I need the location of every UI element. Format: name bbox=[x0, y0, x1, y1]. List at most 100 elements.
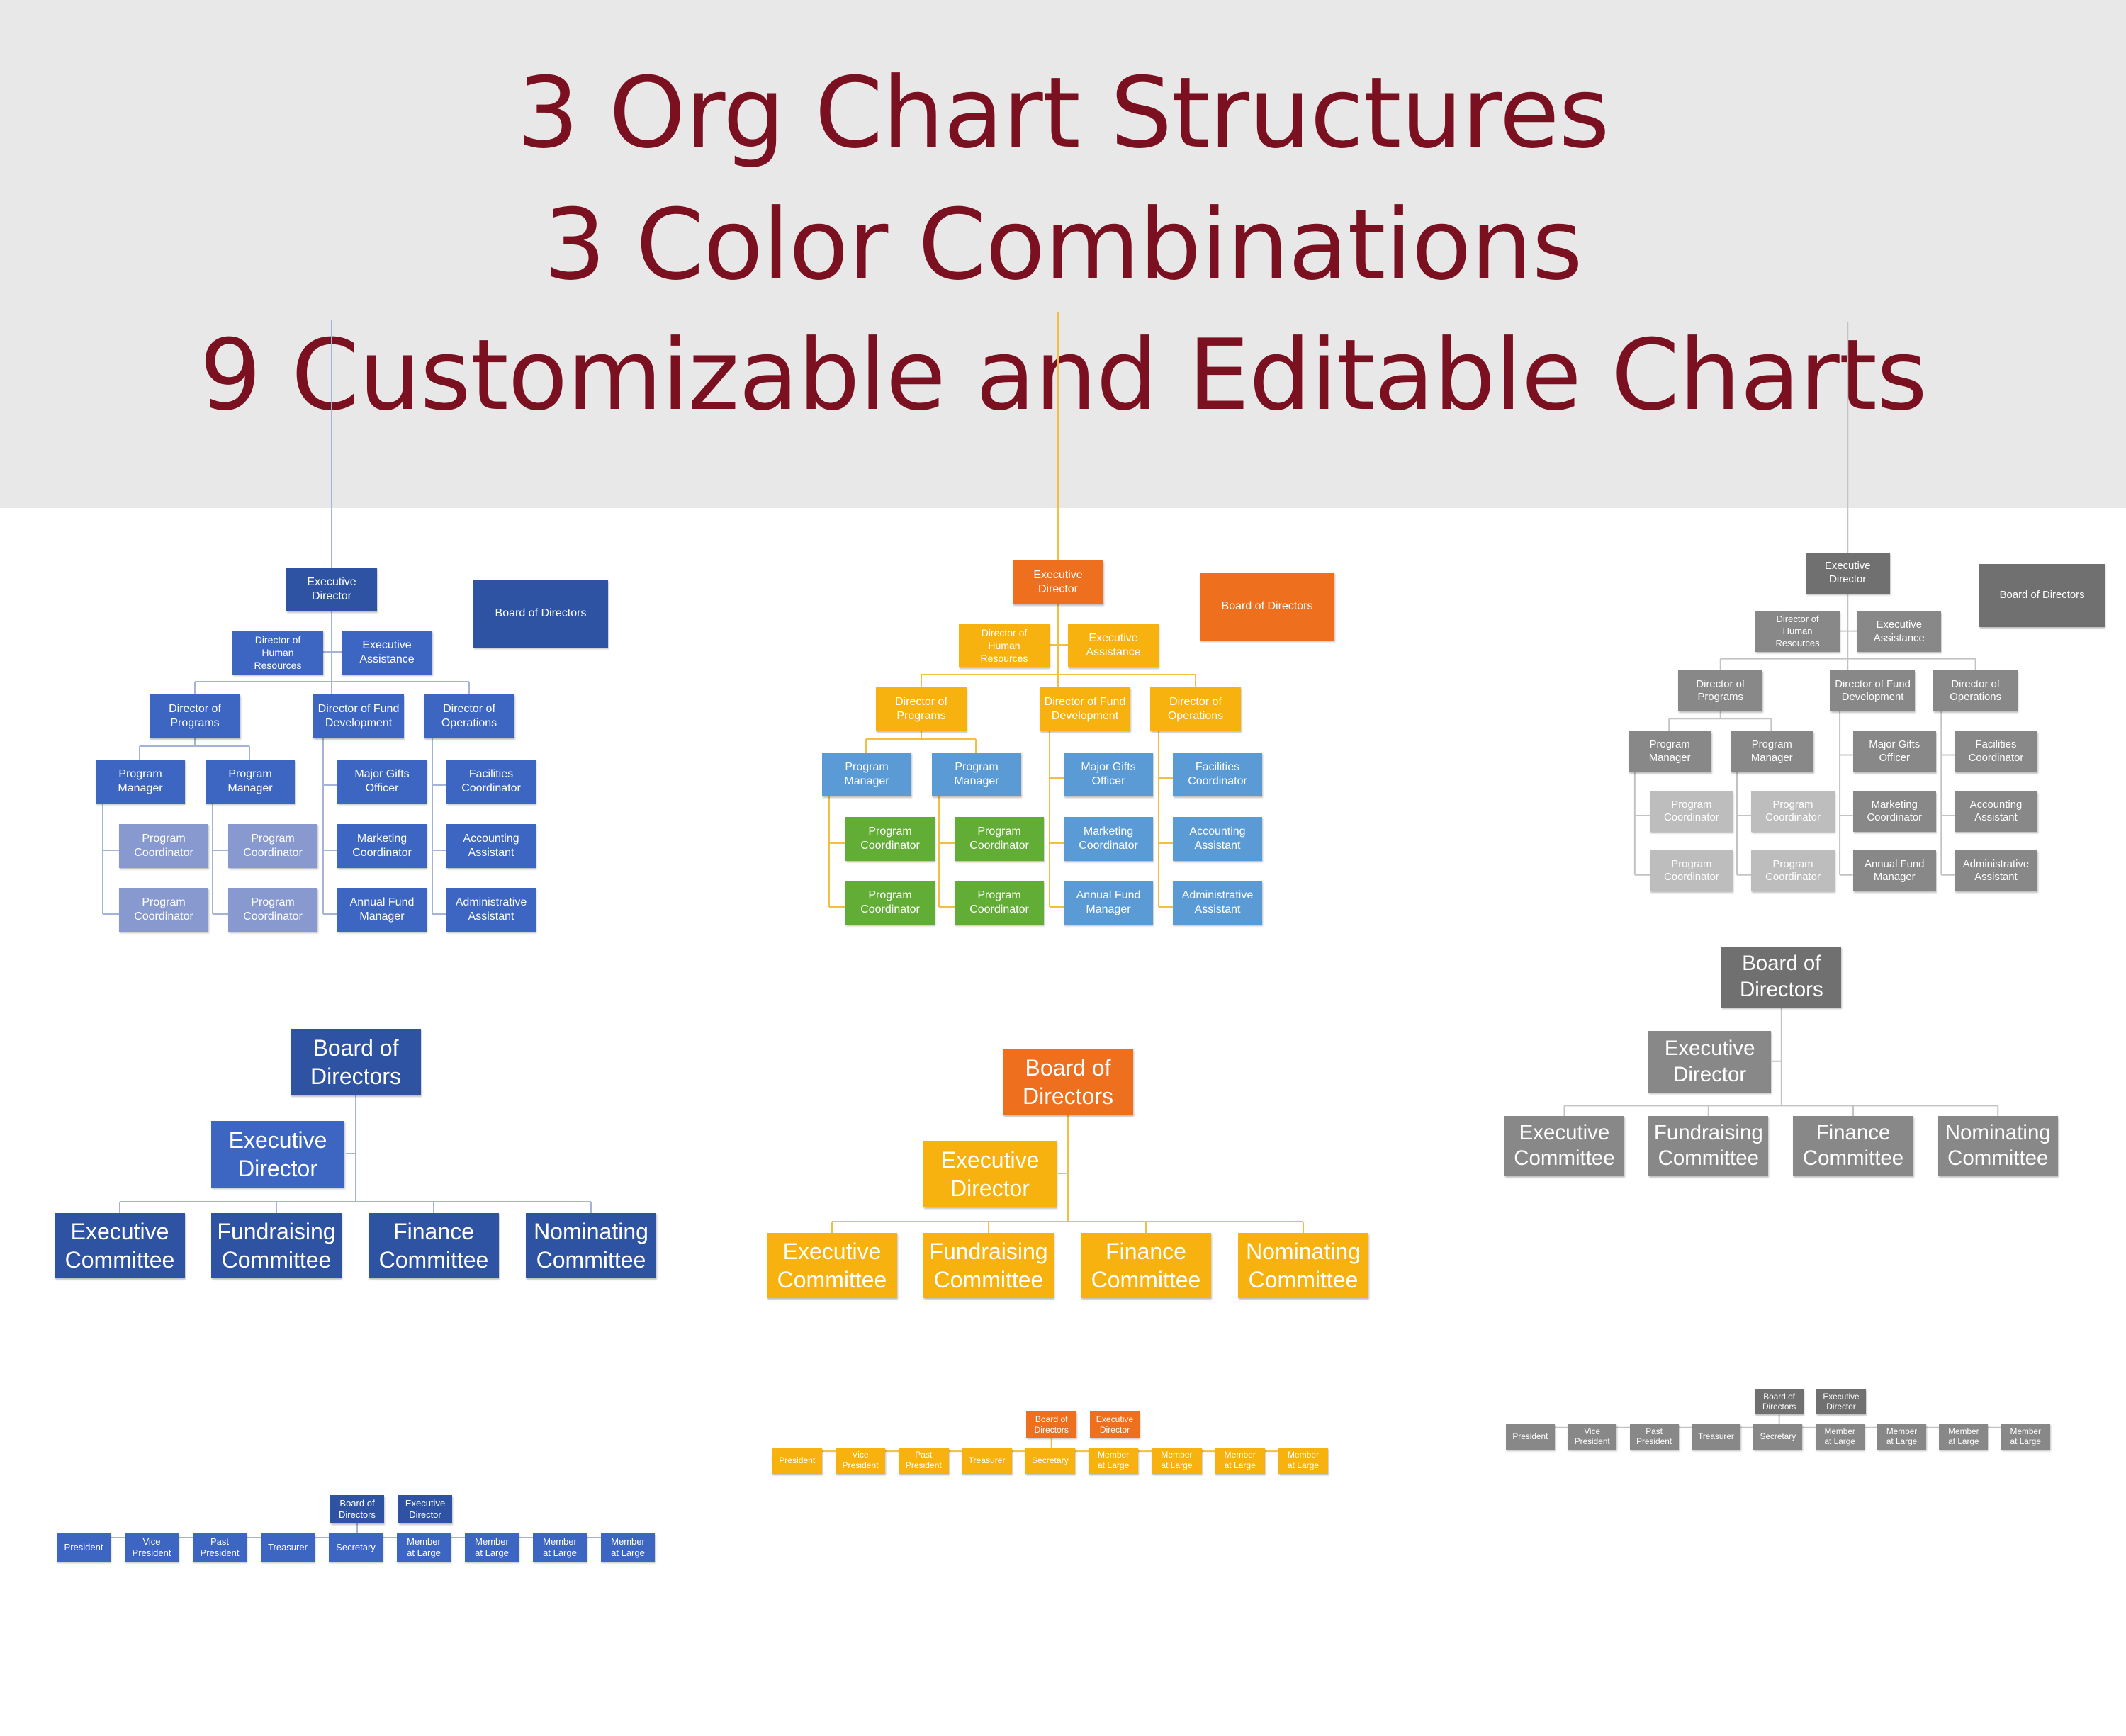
committee-board-blue: Board of Directors bbox=[291, 1029, 421, 1095]
committee-nominating-committee-blue: Nominating Committee bbox=[526, 1213, 656, 1278]
staff-marketing-warm: Marketing Coordinator bbox=[1064, 817, 1153, 861]
officers-member-4-gray: Member at Large bbox=[2001, 1424, 2050, 1450]
officers-member-2-warm: Member at Large bbox=[1152, 1447, 1202, 1474]
officers-past-president-gray: Past President bbox=[1629, 1424, 1679, 1450]
staff-executive-director-gray: Executive Director bbox=[1805, 552, 1890, 594]
officers-member-1-blue: Member at Large bbox=[397, 1533, 451, 1562]
staff-annual-fund-blue: Annual Fund Manager bbox=[337, 888, 427, 932]
staff-coordinator-2-blue: Program Coordinator bbox=[228, 824, 317, 868]
committee-finance-committee-gray: Finance Committee bbox=[1793, 1116, 1913, 1176]
staff-programs-director-blue: Director of Programs bbox=[150, 694, 240, 738]
staff-facilities-blue: Facilities Coordinator bbox=[446, 760, 536, 804]
staff-coordinator-3-gray: Program Coordinator bbox=[1650, 850, 1733, 891]
officers-vice-president-gray: Vice President bbox=[1568, 1424, 1617, 1450]
committee-finance-committee-blue: Finance Committee bbox=[369, 1213, 499, 1278]
committee-executive-committee-blue: Executive Committee bbox=[55, 1213, 185, 1278]
staff-hr-director-warm: Director of Human Resources bbox=[959, 624, 1050, 667]
staff-operations-director-blue: Director of Operations bbox=[424, 694, 514, 738]
staff-major-gifts-blue: Major Gifts Officer bbox=[337, 760, 427, 804]
staff-marketing-gray: Marketing Coordinator bbox=[1852, 791, 1936, 833]
committee-nominating-committee-gray: Nominating Committee bbox=[1937, 1116, 2058, 1176]
committee-executive-committee-gray: Executive Committee bbox=[1504, 1116, 1625, 1176]
staff-programs-director-warm: Director of Programs bbox=[876, 687, 967, 731]
staff-operations-director-warm: Director of Operations bbox=[1150, 687, 1241, 731]
staff-fund-director-blue: Director of Fund Development bbox=[313, 694, 404, 738]
staff-admin-assistant-blue: Administrative Assistant bbox=[446, 888, 536, 932]
committee-executive-director-warm: Executive Director bbox=[923, 1141, 1057, 1207]
officers-member-3-warm: Member at Large bbox=[1215, 1447, 1266, 1474]
staff-marketing-blue: Marketing Coordinator bbox=[337, 824, 427, 868]
committee-executive-committee-warm: Executive Committee bbox=[767, 1233, 897, 1298]
staff-coordinator-3-warm: Program Coordinator bbox=[845, 881, 935, 925]
staff-hr-director-blue: Director of Human Resources bbox=[232, 631, 323, 675]
staff-coordinator-1-blue: Program Coordinator bbox=[119, 824, 208, 868]
officers-secretary-gray: Secretary bbox=[1753, 1424, 1803, 1450]
officers-past-president-blue: Past President bbox=[193, 1533, 247, 1562]
committee-board-warm: Board of Directors bbox=[1003, 1049, 1133, 1115]
staff-coordinator-4-warm: Program Coordinator bbox=[955, 881, 1044, 925]
officers-member-1-warm: Member at Large bbox=[1088, 1447, 1139, 1474]
staff-program-manager-2-gray: Program Manager bbox=[1730, 731, 1813, 772]
staff-admin-assistant-warm: Administrative Assistant bbox=[1173, 881, 1262, 925]
officers-vice-president-blue: Vice President bbox=[125, 1533, 179, 1562]
officers-treasurer-blue: Treasurer bbox=[261, 1533, 315, 1562]
staff-annual-fund-gray: Annual Fund Manager bbox=[1852, 850, 1936, 891]
officers-board-gray: Board of Directors bbox=[1755, 1389, 1804, 1415]
officers-executive-director-warm: Executive Director bbox=[1089, 1411, 1140, 1438]
committee-executive-director-gray: Executive Director bbox=[1648, 1031, 1772, 1093]
officers-board-blue: Board of Directors bbox=[330, 1495, 384, 1523]
staff-coordinator-3-blue: Program Coordinator bbox=[119, 888, 208, 932]
header-banner: 3 Org Chart Structures 3 Color Combinati… bbox=[0, 0, 2126, 508]
committee-executive-director-blue: Executive Director bbox=[211, 1121, 344, 1188]
staff-fund-director-warm: Director of Fund Development bbox=[1040, 687, 1130, 731]
officers-vice-president-warm: Vice President bbox=[835, 1447, 886, 1474]
headline-colors: 3 Color Combinations bbox=[544, 188, 1582, 302]
staff-fund-director-gray: Director of Fund Development bbox=[1830, 670, 1916, 712]
officers-member-4-blue: Member at Large bbox=[601, 1533, 655, 1562]
staff-accounting-gray: Accounting Assistant bbox=[1954, 791, 2038, 833]
staff-programs-director-gray: Director of Programs bbox=[1678, 670, 1763, 712]
staff-coordinator-4-blue: Program Coordinator bbox=[228, 888, 317, 932]
staff-board-blue: Board of Directors bbox=[473, 580, 608, 648]
staff-executive-assistance-blue: Executive Assistance bbox=[342, 631, 432, 675]
staff-executive-assistance-gray: Executive Assistance bbox=[1857, 611, 1942, 653]
staff-program-manager-1-gray: Program Manager bbox=[1628, 731, 1711, 772]
committee-fundraising-committee-blue: Fundraising Committee bbox=[211, 1213, 342, 1278]
staff-coordinator-2-gray: Program Coordinator bbox=[1751, 791, 1835, 833]
officers-member-1-gray: Member at Large bbox=[1815, 1424, 1865, 1450]
officers-president-warm: President bbox=[772, 1447, 823, 1474]
officers-member-2-gray: Member at Large bbox=[1877, 1424, 1927, 1450]
staff-board-gray: Board of Directors bbox=[1979, 563, 2105, 627]
staff-admin-assistant-gray: Administrative Assistant bbox=[1954, 850, 2038, 891]
staff-executive-director-warm: Executive Director bbox=[1013, 560, 1103, 604]
staff-coordinator-2-warm: Program Coordinator bbox=[955, 817, 1044, 861]
officers-secretary-blue: Secretary bbox=[329, 1533, 383, 1562]
officers-executive-director-blue: Executive Director bbox=[398, 1495, 452, 1523]
headline-structures: 3 Org Chart Structures bbox=[517, 56, 1609, 170]
committee-fundraising-committee-gray: Fundraising Committee bbox=[1648, 1116, 1769, 1176]
officers-president-blue: President bbox=[57, 1533, 111, 1562]
committee-nominating-committee-warm: Nominating Committee bbox=[1238, 1233, 1368, 1298]
staff-facilities-warm: Facilities Coordinator bbox=[1173, 753, 1262, 796]
staff-hr-director-gray: Director of Human Resources bbox=[1755, 611, 1840, 653]
staff-coordinator-1-warm: Program Coordinator bbox=[845, 817, 935, 861]
staff-facilities-gray: Facilities Coordinator bbox=[1954, 731, 2038, 772]
headline-charts: 9 Customizable and Editable Charts bbox=[199, 318, 1928, 432]
officers-member-2-blue: Member at Large bbox=[465, 1533, 519, 1562]
officers-member-3-gray: Member at Large bbox=[1939, 1424, 1989, 1450]
officers-executive-director-gray: Executive Director bbox=[1816, 1389, 1866, 1415]
officers-member-4-warm: Member at Large bbox=[1278, 1447, 1329, 1474]
officers-president-gray: President bbox=[1505, 1424, 1555, 1450]
officers-board-warm: Board of Directors bbox=[1026, 1411, 1077, 1438]
staff-program-manager-2-warm: Program Manager bbox=[932, 753, 1021, 796]
committee-board-gray: Board of Directors bbox=[1721, 946, 1842, 1008]
officers-treasurer-gray: Treasurer bbox=[1691, 1424, 1741, 1450]
staff-major-gifts-warm: Major Gifts Officer bbox=[1064, 753, 1153, 796]
staff-accounting-warm: Accounting Assistant bbox=[1173, 817, 1262, 861]
officers-treasurer-warm: Treasurer bbox=[962, 1447, 1012, 1474]
staff-executive-assistance-warm: Executive Assistance bbox=[1068, 624, 1159, 667]
staff-program-manager-1-blue: Program Manager bbox=[96, 760, 185, 804]
staff-coordinator-1-gray: Program Coordinator bbox=[1650, 791, 1733, 833]
committee-fundraising-committee-warm: Fundraising Committee bbox=[923, 1233, 1054, 1298]
